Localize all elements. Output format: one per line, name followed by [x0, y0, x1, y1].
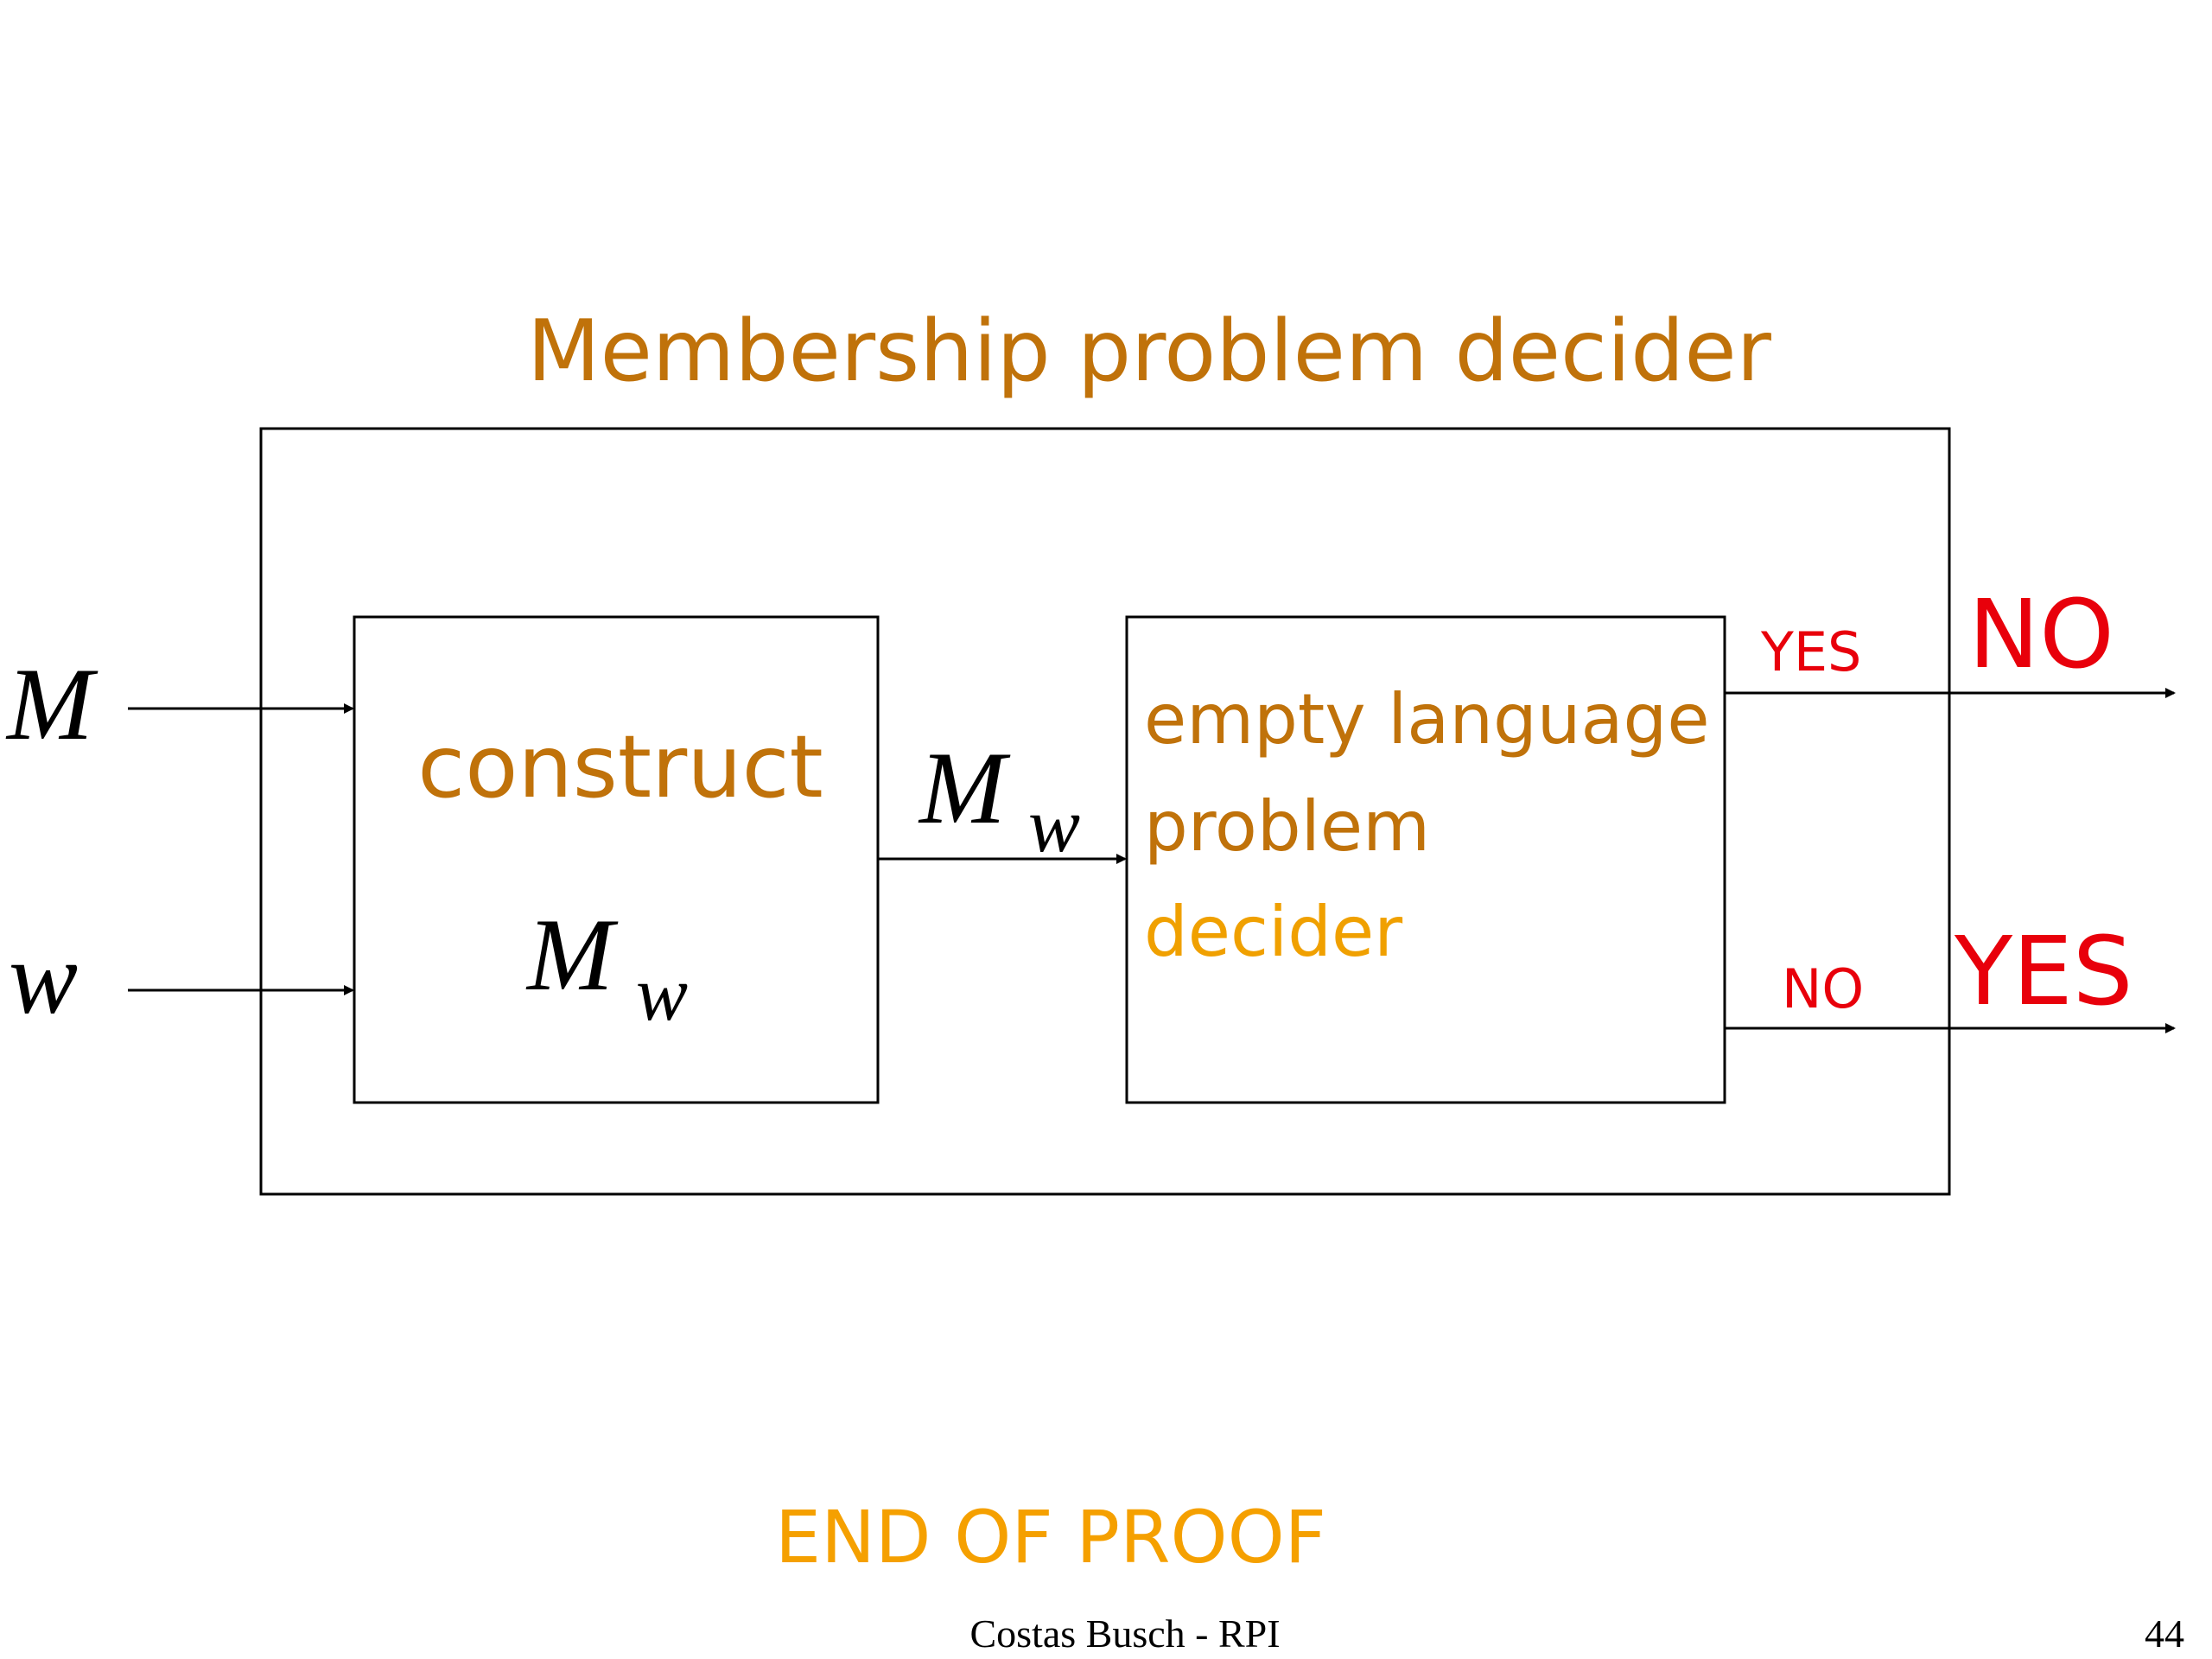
construct-box [353, 615, 880, 1104]
empty-box-line1: empty language [1144, 679, 1710, 760]
membership-decider-box [259, 427, 1951, 1196]
output-bottom-outer-label: YES [1954, 916, 2133, 1027]
output-top-outer-label: NO [1968, 579, 2114, 690]
input-m-label: M [5, 646, 99, 761]
input-w-label: w [9, 920, 78, 1035]
construct-mw-sub: w [636, 951, 688, 1037]
construct-mw-main: M [525, 897, 619, 1012]
page-number: 44 [2145, 1611, 2184, 1656]
connector-mw-main: M [918, 730, 1011, 845]
empty-box-line3: decider [1144, 892, 1402, 972]
output-top-inner-label: YES [1760, 620, 1861, 683]
connector-mw-sub: w [1028, 783, 1080, 868]
end-of-proof: END OF PROOF [775, 1495, 1326, 1580]
empty-language-decider-box [1125, 615, 1726, 1104]
footer-author: Costas Busch - RPI [969, 1611, 1280, 1656]
construct-label: construct [417, 716, 823, 817]
diagram-title: Membership problem decider [527, 302, 1772, 401]
empty-box-line2: problem [1144, 786, 1430, 867]
output-bottom-inner-label: NO [1782, 957, 1864, 1020]
